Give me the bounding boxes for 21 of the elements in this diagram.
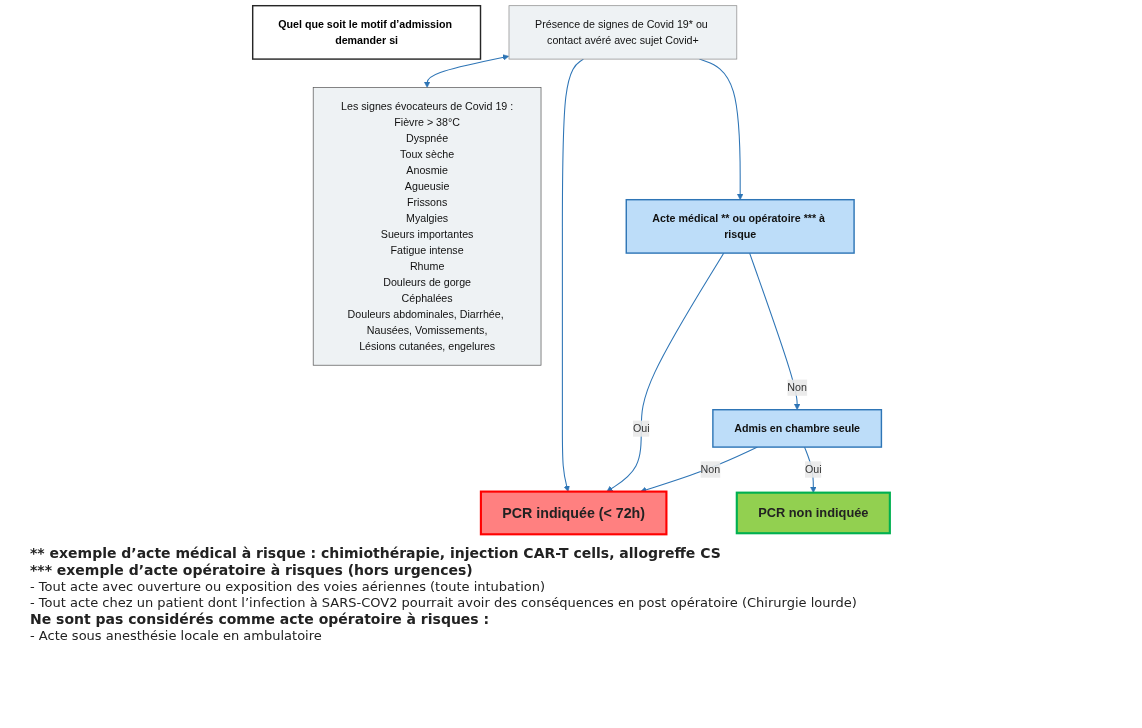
node-box: PCR indiquée (< 72h) xyxy=(479,490,668,536)
node-box: Les signes évocateurs de Covid 19 : Fièvre > 38°C Dyspnée Toux sèche Anosmie Agueusie Frissons Myalgies Sueurs importantes Fatigue intense Rhume Douleurs de gorge Céphalées Douleurs abdominales, Diarrhée, Nausées, Vomissements, Lésions cutanées, engelures xyxy=(312,87,542,366)
arrow xyxy=(423,54,509,88)
node-box: PCR non indiquée xyxy=(735,491,891,535)
arrow xyxy=(748,252,800,410)
node-box: Présence de signes de Covid 19* ou contact avéré avec sujet Covid+ xyxy=(508,5,737,60)
arrow xyxy=(561,58,584,492)
node-box: Admis en chambre seule xyxy=(711,409,882,448)
node-box: Quel que soit le motif d’admission demander si xyxy=(251,5,481,60)
footnote-text: - Acte sous anesthésie locale en ambulatoire xyxy=(30,628,323,643)
footnote-text: - Tout acte chez un patient dont l’infection à SARS-COV2 pourrait avoir des conséquences en post opératoire (Chirurgie lourde) xyxy=(30,595,858,610)
footnote-heading: *** exemple d’acte opératoire à risques (hors urgences) xyxy=(30,562,474,578)
edge-label: Oui xyxy=(804,462,822,475)
edge-label: Oui xyxy=(632,421,650,434)
footnote-heading: ** exemple d’acte médical à risque : chimiothérapie, injection CAR-T cells, allogreffe CS xyxy=(30,545,722,561)
edge-label: Non xyxy=(700,462,720,475)
footnote-text: - Tout acte avec ouverture ou exposition des voies aériennes (toute intubation) xyxy=(30,579,546,594)
arrow xyxy=(606,252,725,492)
footnote-heading: Ne sont pas considérés comme acte opératoire à risques : xyxy=(30,611,491,627)
edge-label: Non xyxy=(787,380,807,393)
node-box: Acte médical ** ou opératoire *** à risque xyxy=(625,199,855,254)
